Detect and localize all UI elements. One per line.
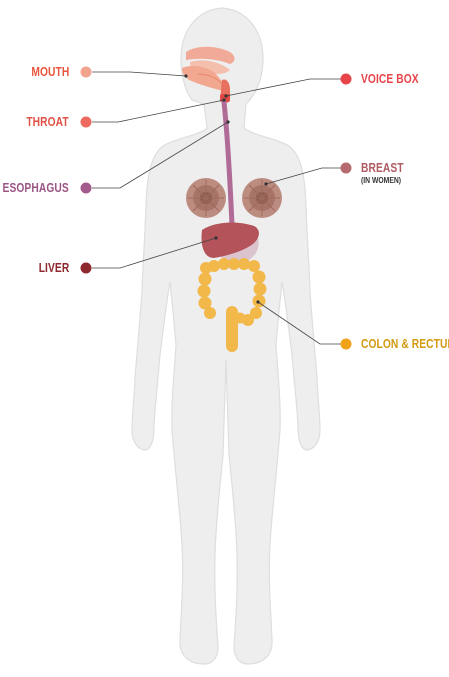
label-colon-rectum: COLON & RECTUM [361, 337, 449, 351]
mouth-dot [81, 67, 92, 78]
breast-dot [341, 163, 352, 174]
label-breast-note: (IN WOMEN) [361, 176, 401, 186]
label-esophagus: ESOPHAGUS [3, 181, 69, 195]
mouth-leader [92, 72, 186, 76]
throat-dot [81, 117, 92, 128]
label-liver: LIVER [38, 261, 69, 275]
label-mouth: MOUTH [31, 65, 69, 79]
breast-right-organ [242, 178, 282, 218]
label-voice-box: VOICE BOX [361, 72, 419, 86]
voice-box-dot [341, 74, 352, 85]
liver-dot [81, 263, 92, 274]
breast-left-organ [186, 178, 226, 218]
colon-dot [341, 339, 352, 350]
label-breast: BREAST [361, 161, 404, 175]
label-throat: THROAT [27, 115, 69, 129]
esophagus-dot [81, 183, 92, 194]
